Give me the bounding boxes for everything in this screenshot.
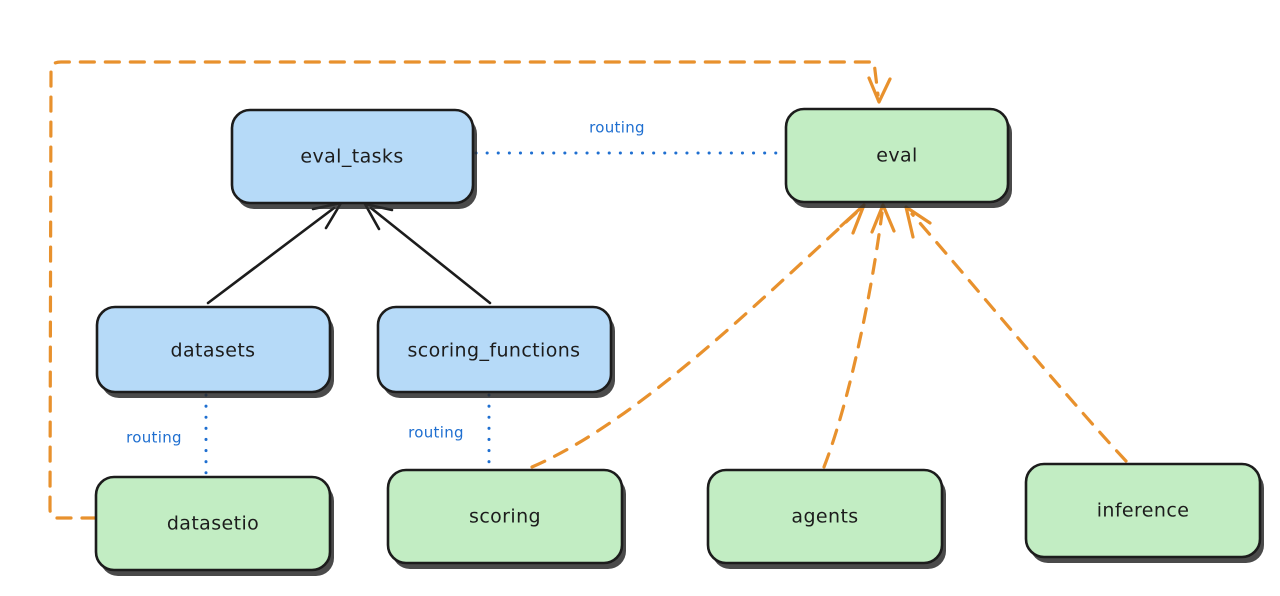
edge-scoring-functions-to-eval-tasks bbox=[369, 206, 492, 305]
edge-label-layer: routing routing routing bbox=[126, 119, 645, 447]
node-scoring-shape bbox=[386, 468, 624, 565]
node-eval-shape bbox=[784, 107, 1010, 204]
edge-agents-to-eval-arrowhead bbox=[870, 203, 896, 234]
edge-label-routing-datasets-datasetio: routing bbox=[126, 429, 182, 447]
node-agents[interactable]: agents bbox=[706, 468, 946, 569]
node-eval-tasks-label: eval_tasks bbox=[300, 146, 403, 168]
node-scoring-functions[interactable]: scoring_functions bbox=[376, 305, 615, 398]
edge-datasetio-to-eval-arrowhead bbox=[867, 76, 892, 104]
node-scoring[interactable]: scoring bbox=[386, 468, 626, 569]
node-inference[interactable]: inference bbox=[1024, 462, 1264, 563]
edge-scoring-to-eval bbox=[530, 211, 858, 469]
node-inference-shape bbox=[1024, 462, 1262, 559]
edge-inference-to-eval bbox=[910, 212, 1128, 463]
node-scoring-functions-label: scoring_functions bbox=[408, 340, 581, 362]
node-agents-shape bbox=[706, 468, 944, 565]
node-agents-label: agents bbox=[791, 506, 858, 528]
node-datasets-label: datasets bbox=[171, 340, 256, 362]
edge-datasets-to-eval-tasks bbox=[206, 206, 336, 305]
edge-agents-to-eval bbox=[822, 211, 884, 469]
edge-label-routing-scoring-functions-scoring: routing bbox=[408, 424, 464, 442]
node-datasetio-shape bbox=[94, 475, 332, 572]
node-datasetio[interactable]: datasetio bbox=[94, 475, 334, 576]
edge-datasetio-to-eval bbox=[48, 60, 880, 520]
node-eval-tasks-shape bbox=[230, 108, 475, 205]
node-scoring-label: scoring bbox=[469, 506, 541, 528]
edge-scoring-to-eval-arrowhead bbox=[839, 203, 866, 235]
node-datasets-shape bbox=[95, 305, 332, 394]
node-scoring-functions-shape bbox=[376, 305, 613, 394]
node-datasets[interactable]: datasets bbox=[95, 305, 334, 398]
edge-label-routing-eval-tasks-eval: routing bbox=[589, 119, 645, 137]
node-datasetio-label: datasetio bbox=[167, 513, 259, 535]
node-eval-tasks[interactable]: eval_tasks bbox=[230, 108, 477, 209]
edge-layer bbox=[48, 60, 1128, 520]
node-eval[interactable]: eval bbox=[784, 107, 1012, 208]
node-eval-label: eval bbox=[876, 145, 917, 167]
node-inference-label: inference bbox=[1097, 500, 1190, 522]
